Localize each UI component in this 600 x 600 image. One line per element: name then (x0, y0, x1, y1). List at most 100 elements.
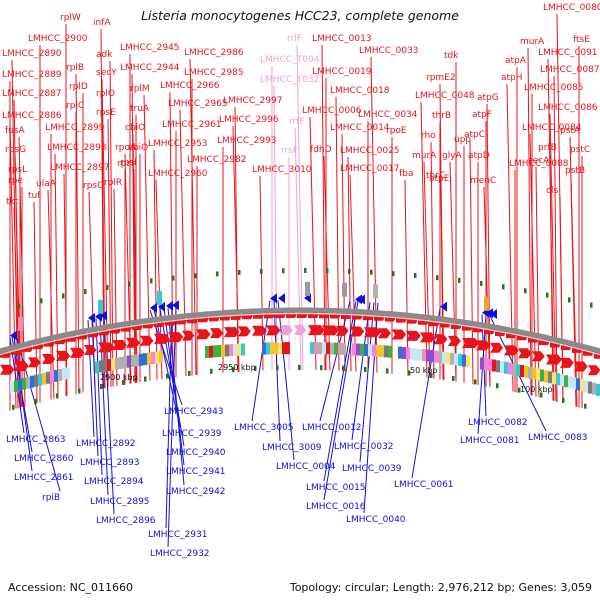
forward-gene-label: LMHCC_2953 (148, 139, 208, 149)
scale-tick (304, 268, 307, 274)
forward-feature-arrow (84, 345, 97, 356)
forward-gene-label: adk (96, 50, 113, 60)
cog-color-block (266, 342, 270, 355)
cog-color-block (540, 369, 544, 382)
reverse-gene-label: LMHCC_2892 (76, 439, 136, 449)
scale-tick (386, 368, 389, 374)
cog-color-block (159, 350, 163, 363)
scale-tick (18, 303, 21, 309)
cog-color-block (584, 380, 588, 393)
scale-tick (474, 379, 477, 385)
accession-label: Accession: NC_011660 (8, 581, 134, 594)
leader-line (87, 319, 95, 438)
forward-gene-label: rho (421, 131, 436, 141)
leader-line (570, 176, 578, 407)
forward-gene-label: LMHCC_0033 (359, 46, 419, 56)
leader-line (323, 301, 357, 482)
cog-color-block (524, 365, 528, 378)
leader-line (440, 184, 445, 380)
leader-line (506, 83, 514, 392)
cog-color-block (119, 356, 123, 369)
scale-tick (276, 365, 279, 371)
scale-tick (216, 271, 219, 277)
cog-color-block (286, 342, 290, 355)
scale-label: 2950 kbp (218, 363, 256, 372)
leader-line (549, 113, 557, 402)
forward-gene-label: LMHCC_2890 (2, 49, 62, 59)
forward-feature-arrow (462, 338, 479, 349)
forward-feature-arrow (490, 342, 504, 353)
reverse-gene-label: LMHCC_3005 (234, 423, 294, 433)
forward-feature-arrow (56, 350, 71, 361)
scale-tick (260, 268, 263, 274)
cog-color-block (14, 379, 18, 392)
reverse-gene-label: rpiB (42, 493, 60, 503)
forward-gene-label: tdk (444, 51, 459, 61)
scale-tick (568, 297, 571, 303)
cog-color-block (564, 375, 568, 388)
forward-gene-label: upp (454, 135, 471, 145)
cog-color-block (422, 349, 426, 362)
forward-gene-label: cbiO (128, 143, 148, 153)
leader-line (9, 121, 17, 409)
cog-color-block (107, 358, 111, 371)
cog-color-block (103, 359, 107, 372)
cog-color-block (410, 347, 414, 360)
reverse-feature-arrow (166, 300, 173, 311)
leader-line (155, 179, 163, 380)
leader-line (527, 47, 532, 396)
forward-feature-arrow (574, 361, 588, 372)
reverse-gene-label: LMHCC_0015 (306, 483, 366, 493)
scale-tick (106, 285, 109, 291)
forward-gene-label: rpsE (96, 108, 116, 118)
cog-color-block (99, 360, 103, 373)
scale-tick (84, 289, 87, 295)
forward-gene-label: LMHCC_2997 (223, 96, 283, 106)
forward-gene-label: LMHCC_2960 (148, 169, 208, 179)
cog-color-block (500, 361, 504, 374)
forward-gene-label: rpsI (120, 158, 137, 168)
scale-tick (56, 393, 59, 399)
scale-tick (320, 365, 323, 371)
cog-color-block (38, 373, 42, 386)
forward-gene-label: LMHCC_2985 (184, 68, 244, 78)
reverse-gene-label: LMHCC_2943 (164, 407, 224, 417)
cog-color-block (274, 342, 278, 355)
cog-color-block (157, 290, 162, 305)
forward-gene-label: rrfF (289, 117, 305, 127)
scale-tick (238, 269, 241, 275)
cog-color-block (217, 345, 221, 358)
cog-color-block (139, 353, 143, 366)
cog-color-block (528, 366, 532, 379)
forward-feature-arrow (350, 326, 365, 337)
forward-gene-label: LMHCC_2961 (162, 120, 222, 130)
reverse-gene-label: LMHCC_0032 (334, 442, 394, 452)
cog-color-block (466, 355, 470, 368)
scale-tick (430, 372, 433, 378)
scale-tick (414, 272, 417, 278)
cog-color-block (516, 364, 520, 377)
forward-feature-arrow (364, 327, 381, 338)
forward-gene-label: LMHCC_0013 (312, 34, 372, 44)
leader-line (449, 161, 457, 382)
forward-gene-label: LMHCC_0087 (540, 65, 600, 75)
forward-gene-label: LMHCC_2945 (120, 43, 180, 53)
cog-color-block (568, 376, 572, 389)
cog-color-block (22, 377, 26, 390)
cog-color-block (225, 344, 229, 357)
forward-gene-label: rplM (130, 84, 150, 94)
forward-gene-label: rrlF (287, 34, 302, 44)
scale-tick (150, 278, 153, 284)
cog-color-block (426, 349, 430, 362)
forward-gene-label: LMHCC_2898 (47, 143, 107, 153)
scale-tick (480, 280, 483, 286)
forward-feature-arrow (280, 325, 293, 336)
forward-gene-label: LMHCC_2986 (184, 48, 244, 58)
scale-tick (370, 269, 373, 275)
forward-gene-label: ulaA (36, 179, 57, 189)
forward-gene-label: rplR (104, 178, 122, 188)
scale-tick (502, 284, 505, 290)
cog-color-block (484, 296, 489, 311)
cog-color-block (54, 369, 58, 382)
forward-gene-label: secA (528, 156, 550, 166)
